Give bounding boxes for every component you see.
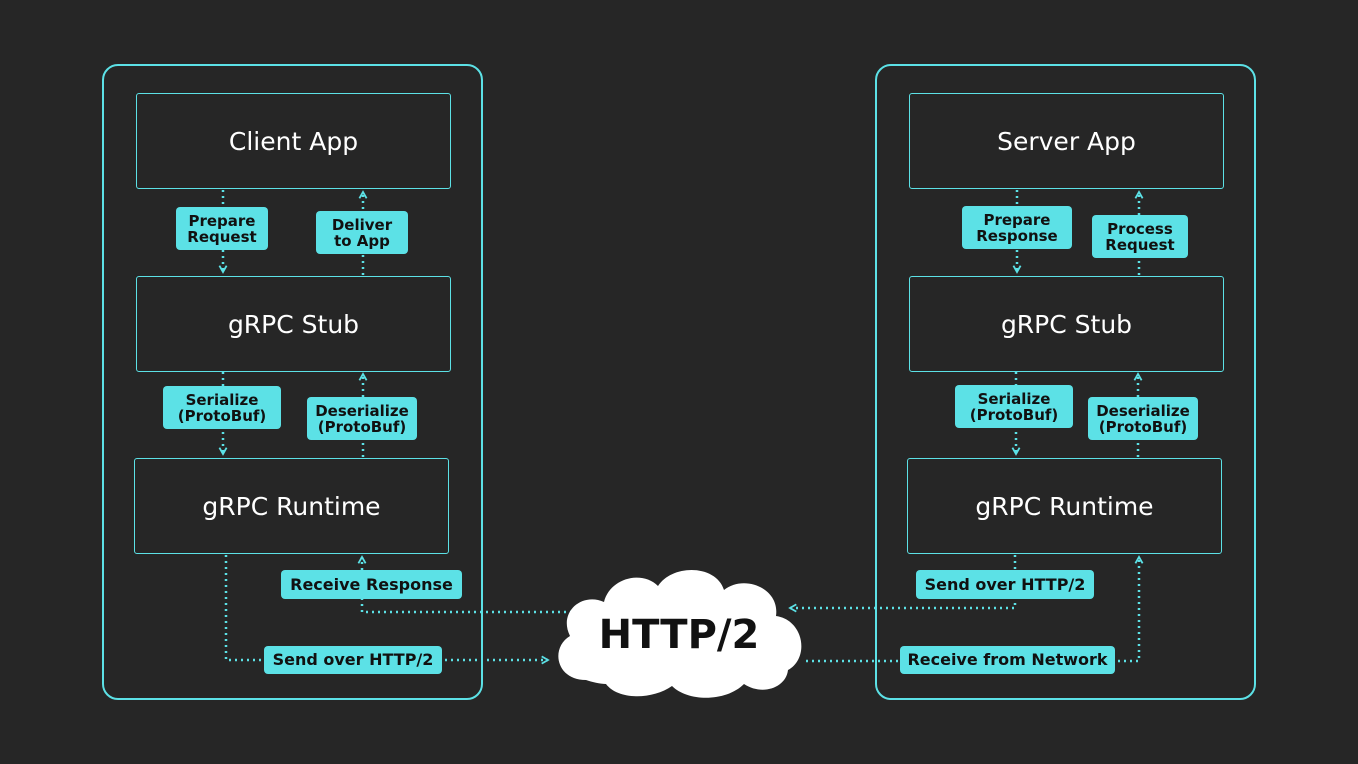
server-stub-box: gRPC Stub bbox=[909, 276, 1224, 372]
client-serialize-tag: Serialize (ProtoBuf) bbox=[163, 386, 281, 429]
client-receive-tag: Receive Response bbox=[281, 570, 462, 599]
server-send-tag: Send over HTTP/2 bbox=[916, 570, 1094, 599]
server-deserialize-tag: Deserialize (ProtoBuf) bbox=[1088, 397, 1198, 440]
client-deserialize-tag: Deserialize (ProtoBuf) bbox=[307, 397, 417, 440]
http2-label: HTTP/2 bbox=[598, 612, 760, 658]
client-app-box: Client App bbox=[136, 93, 451, 189]
client-deliver-tag: Deliver to App bbox=[316, 211, 408, 254]
server-serialize-tag: Serialize (ProtoBuf) bbox=[955, 385, 1073, 428]
server-receive-arrow bbox=[806, 557, 1139, 663]
client-runtime-box: gRPC Runtime bbox=[134, 458, 449, 554]
http2-cloud-icon bbox=[558, 569, 802, 698]
client-send-tag: Send over HTTP/2 bbox=[264, 646, 442, 674]
client-panel bbox=[102, 64, 483, 700]
server-panel bbox=[875, 64, 1256, 700]
server-process-tag: Process Request bbox=[1092, 215, 1188, 258]
server-app-box: Server App bbox=[909, 93, 1224, 189]
client-stub-box: gRPC Stub bbox=[136, 276, 451, 372]
server-receive-tag: Receive from Network bbox=[900, 646, 1115, 674]
server-prepare-tag: Prepare Response bbox=[962, 206, 1072, 249]
server-runtime-box: gRPC Runtime bbox=[907, 458, 1222, 554]
client-prepare-tag: Prepare Request bbox=[176, 207, 268, 250]
